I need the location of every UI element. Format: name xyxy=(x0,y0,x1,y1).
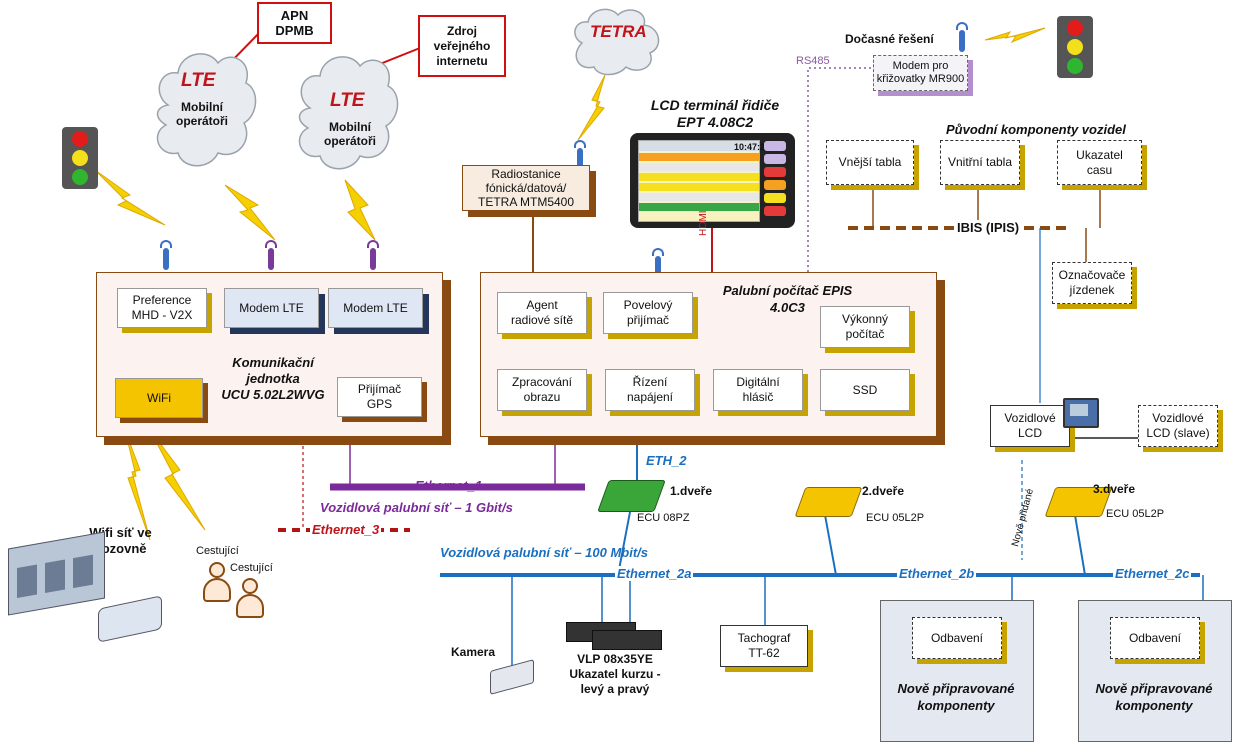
wifi-box: WiFi xyxy=(115,378,203,418)
ethernet2c-label: Ethernet_2c xyxy=(1113,566,1192,581)
temporary-solution-label: Dočasné řešení xyxy=(845,32,934,46)
lightning-icon xyxy=(984,27,1046,44)
gps-receiver-box: Přijímač GPS xyxy=(337,377,422,417)
outer-display-box: Vnější tabla xyxy=(826,140,914,185)
eth2-label: ETH_2 xyxy=(646,453,687,468)
ecu-05l2p-label: ECU 05L2P xyxy=(866,512,925,524)
main-computer-box: Výkonný počítač xyxy=(820,306,910,348)
original-components-title: Původní komponenty vozidel xyxy=(946,122,1126,137)
apn-dpmb-box: APN DPMB xyxy=(257,2,332,44)
traffic-light-icon xyxy=(1057,16,1093,78)
ssd-box: SSD xyxy=(820,369,910,411)
mbit-network-label: Vozidlová palubní síť – 100 Mbit/s xyxy=(440,545,649,560)
tachograph-box: Tachograf TT-62 xyxy=(720,625,808,667)
ticketing-box: Odbavení xyxy=(1110,617,1200,659)
rs485-label: RS485 xyxy=(796,55,830,67)
new-components-label: Nově připravované komponenty xyxy=(1095,681,1213,713)
lightning-icon xyxy=(344,179,376,241)
lte-title: LTE xyxy=(330,90,365,111)
command-receiver-box: Povelový přijímač xyxy=(603,292,693,334)
vehicle-lcd-slave-box: Vozidlové LCD (slave) xyxy=(1138,405,1218,447)
lte-modem-box: Modem LTE xyxy=(224,288,319,328)
lte-operator-label: Mobilní operátoři xyxy=(323,120,376,148)
ecu-08pz-label: ECU 08PZ xyxy=(637,512,690,524)
lte-modem-box: Modem LTE xyxy=(328,288,423,328)
vlp-display-right xyxy=(592,630,662,650)
lightning-icon xyxy=(149,429,206,531)
door2-label: 2.dveře xyxy=(862,484,905,498)
switch-ecu-08pz-icon xyxy=(597,480,666,512)
monitor-icon xyxy=(1063,398,1099,428)
antenna-icon xyxy=(367,240,379,270)
traffic-light-icon xyxy=(62,127,98,189)
antenna-icon xyxy=(265,240,277,270)
antenna-icon xyxy=(574,140,586,170)
lightning-icon xyxy=(224,184,276,241)
ticketing-box: Odbavení xyxy=(912,617,1002,659)
epis-title: Palubní počítač EPIS 4.0C3 xyxy=(722,283,853,315)
passenger-label: Cestující xyxy=(196,545,239,557)
lte-title: LTE xyxy=(181,70,216,91)
antenna-icon xyxy=(160,240,172,270)
vehicle-lcd-box: Vozidlové LCD xyxy=(990,405,1070,447)
ethernet3-label: Ethernet_3 xyxy=(310,522,382,537)
person-icon xyxy=(203,562,231,604)
vlp-label: VLP 08x35YE Ukazatel kurzu - levý a prav… xyxy=(569,652,661,696)
tetra-title: TETRA xyxy=(590,22,647,41)
lcd-time: 10:47:25 xyxy=(734,142,771,152)
ticket-validators-box: Označovače jízdenek xyxy=(1052,262,1132,304)
lightning-icon xyxy=(124,429,151,541)
lte-cloud-1 xyxy=(156,53,257,167)
mr900-modem-box: Modem pro křižovatky MR900 xyxy=(873,55,968,91)
hdmi-label: HDMI xyxy=(698,210,709,236)
depot-wifi-label: Wifi síť ve vozovně xyxy=(89,525,152,556)
person-icon xyxy=(236,578,264,620)
ethernet2b-label: Ethernet_2b xyxy=(897,566,977,581)
lcd-terminal-device[interactable]: 10:47:25 xyxy=(630,133,795,228)
lte-cloud-2 xyxy=(298,56,399,170)
passenger-label: Cestující xyxy=(230,562,273,574)
inner-display-box: Vnitřní tabla xyxy=(940,140,1020,185)
ethernet1-label: Ethernet_1 xyxy=(415,478,483,493)
ucu-title: Komunikační jednotka UCU 5.02L2WVG xyxy=(221,355,325,402)
antenna-icon xyxy=(652,248,664,278)
ethernet2a-label: Ethernet_2a xyxy=(615,566,694,581)
tetra-cloud xyxy=(574,8,660,76)
new-components-label: Nově připravované komponenty xyxy=(897,681,1015,713)
power-control-box: Řízení napájení xyxy=(605,369,695,411)
ecu-05l2p-label: ECU 05L2P xyxy=(1106,508,1165,520)
public-internet-box: Zdroj veřejného internetu xyxy=(418,15,506,77)
image-processing-box: Zpracování obrazu xyxy=(497,369,587,411)
door3-label: 3.dveře xyxy=(1093,482,1136,496)
lightning-icon xyxy=(577,74,606,141)
v2x-preference-box: Preference MHD - V2X xyxy=(117,288,207,328)
radio-station-box: Radiostanice fónická/datová/ TETRA MTM54… xyxy=(462,165,590,211)
lcd-terminal-title: LCD terminál řidiče EPT 4.08C2 xyxy=(650,97,780,130)
time-indicator-box: Ukazatel casu xyxy=(1057,140,1142,185)
digital-announcer-box: Digitální hlásič xyxy=(713,369,803,411)
lcd-terminal-screen xyxy=(638,140,760,222)
door1-label: 1.dveře xyxy=(670,484,713,498)
lightning-icon xyxy=(94,169,166,226)
radio-network-agent-box: Agent radiové sítě xyxy=(497,292,587,334)
camera-label: Kamera xyxy=(451,645,496,659)
antenna-icon xyxy=(956,22,968,52)
ibis-bus-label: IBIS (IPIS) xyxy=(955,220,1022,235)
switch-ecu-05l2p-icon xyxy=(794,487,863,517)
gbit-network-label: Vozidlová palubní síť – 1 Gbit/s xyxy=(320,500,513,515)
lte-operator-label: Mobilní operátoři xyxy=(175,100,228,128)
